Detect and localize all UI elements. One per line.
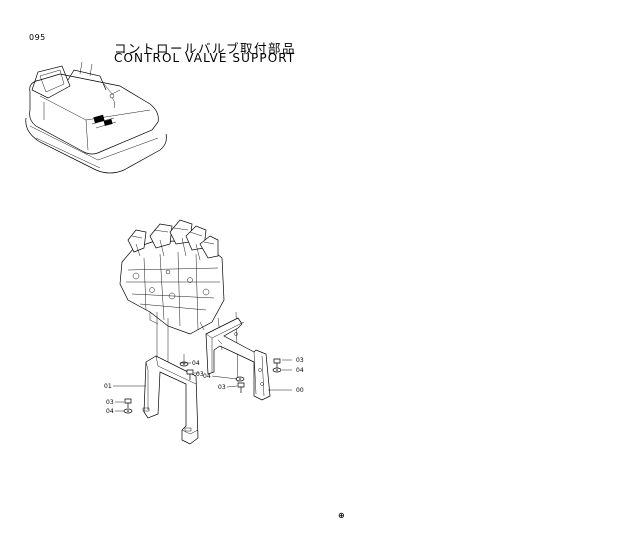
title-english: CONTROL VALVE SUPPORT (114, 51, 296, 65)
callout-04-center-top: 04 (192, 360, 200, 367)
callout-01: 01 (104, 383, 112, 390)
excavator-locator-sketch (25, 61, 167, 174)
callout-00: 00 (296, 387, 304, 394)
bracket-left (142, 355, 199, 445)
callout-04-left: 04 (106, 408, 114, 415)
callout-04-right: 04 (296, 367, 304, 374)
callout-03-center-bottom: 03 (218, 384, 226, 391)
footer-mark: ⊕ (338, 511, 345, 520)
callout-03-right: 03 (296, 357, 304, 364)
title-japanese: コントロールバルブ取付部品 (114, 41, 297, 56)
bracket-right (205, 317, 271, 401)
fasteners (123, 358, 282, 414)
page-number: 095 (29, 33, 46, 42)
callout-04-center-bottom: 04 (203, 373, 211, 380)
callout-03-center-top: 03 (196, 371, 204, 378)
callout-labels: 01 03 04 04 03 04 03 03 04 00 (104, 357, 304, 415)
leader-lines (113, 359, 292, 412)
callout-03-left: 03 (106, 399, 114, 406)
control-valve-assembly (119, 219, 225, 335)
